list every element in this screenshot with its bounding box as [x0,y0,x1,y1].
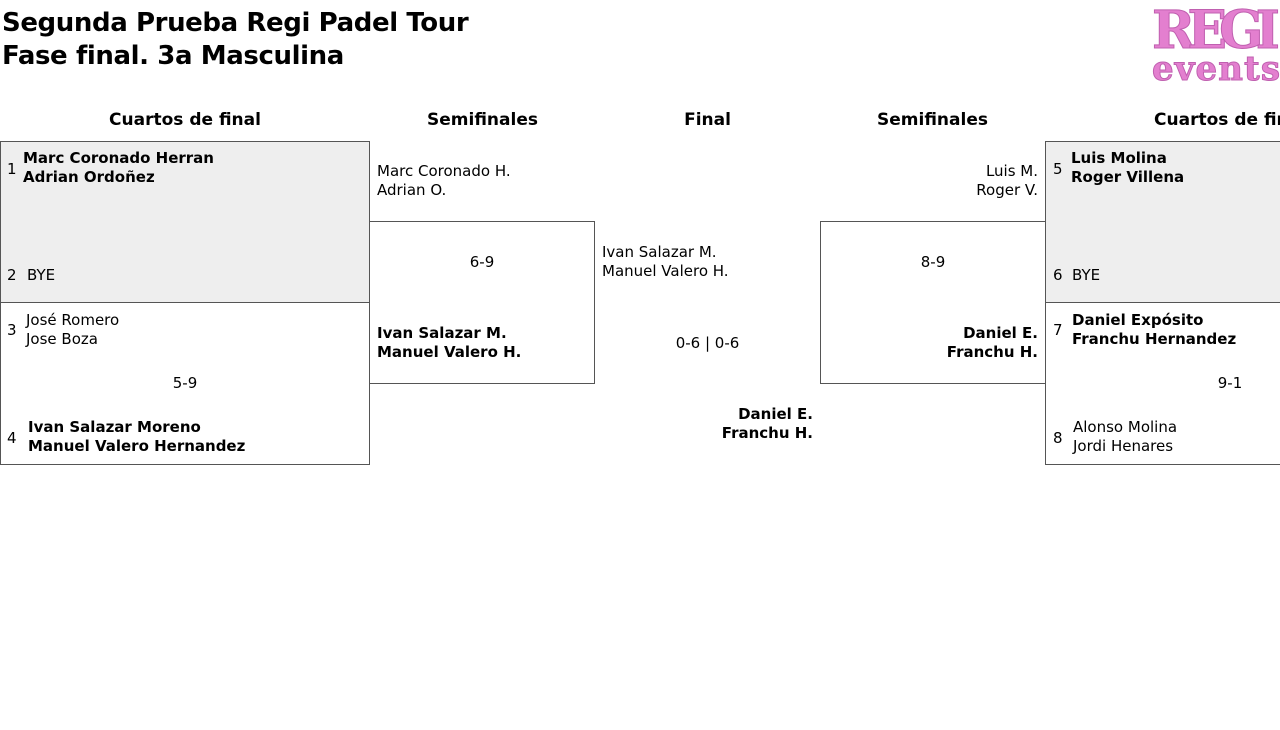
player-name: Roger Villena [1071,168,1185,186]
team-left-qf1-b: BYE [27,266,56,284]
regi-events-logo: REGI events [1150,0,1280,86]
team-left-qf1-a: Marc Coronado Herran Adrian Ordoñez [23,149,214,187]
team-right-qf1-b: BYE [1072,266,1101,284]
player-name: Luis Molina [1071,149,1167,167]
seed-number: 4 [7,429,17,447]
player-name: Manuel Valero H. [377,343,522,361]
player-name: Marc Coronado Herran [23,149,214,167]
player-name: Jordi Henares [1073,437,1174,455]
round-header-left-semis: Semifinales [427,110,538,130]
match-left-sf [369,221,595,384]
page-title: Segunda Prueba Regi Padel Tour Fase fina… [2,7,469,73]
seed-number: 2 [7,266,17,284]
seed-number: 3 [7,321,17,339]
player-name: José Romero [26,311,120,329]
team-final-a: Ivan Salazar M. Manuel Valero H. [602,243,729,281]
title-line-1: Segunda Prueba Regi Padel Tour [2,8,469,38]
final-score: 0-6 | 0-6 [675,334,740,352]
title-line-2: Fase final. 3a Masculina [2,41,344,71]
team-right-sf-b: Daniel E. Franchu H. [820,324,1038,362]
logo-text-top: REGI [1152,0,1280,61]
player-name: Manuel Valero H. [602,262,729,280]
player-name: Manuel Valero Hernandez [28,437,246,455]
player-name: Franchu H. [946,343,1038,361]
team-right-sf-a: Luis M. Roger V. [820,162,1038,200]
logo-text-bottom: events [1152,49,1280,86]
match-left-qf1 [0,141,370,303]
team-final-b: Daniel E. Franchu H. [595,405,813,443]
player-name: Ivan Salazar M. [602,243,717,261]
player-name: Daniel Expósito [1072,311,1204,329]
round-header-right-semis: Semifinales [877,110,988,130]
seed-number: 5 [1053,160,1063,178]
team-left-qf2-b: Ivan Salazar Moreno Manuel Valero Hernan… [28,418,245,456]
match-right-qf1 [1045,141,1280,303]
player-name: Ivan Salazar Moreno [28,418,201,436]
match-score: 9-1 [1217,374,1243,392]
match-score: 8-9 [920,253,946,271]
player-name: Jose Boza [26,330,98,348]
player-name: Franchu Hernandez [1072,330,1237,348]
logo-graphic: REGI events [1152,0,1280,86]
seed-number: 1 [7,160,17,178]
player-name: Daniel E. [738,405,813,423]
team-left-qf2-a: José Romero Jose Boza [26,311,119,349]
player-name: Ivan Salazar M. [377,324,507,342]
player-name: Luis M. [985,162,1038,180]
player-name: Marc Coronado H. [377,162,511,180]
player-name: Roger V. [976,181,1038,199]
seed-number: 8 [1053,429,1063,447]
team-left-sf-b: Ivan Salazar M. Manuel Valero H. [377,324,521,362]
match-score: 5-9 [172,374,198,392]
seed-number: 6 [1053,266,1063,284]
team-right-qf2-b: Alonso Molina Jordi Henares [1073,418,1177,456]
player-name: Adrian Ordoñez [23,168,155,186]
player-name: Alonso Molina [1073,418,1178,436]
seed-number: 7 [1053,321,1063,339]
team-right-qf1-a: Luis Molina Roger Villena [1071,149,1184,187]
team-left-sf-a: Marc Coronado H. Adrian O. [377,162,511,200]
player-name: Adrian O. [377,181,447,199]
match-score: 6-9 [469,253,495,271]
player-name: Daniel E. [963,324,1038,342]
round-header-right-quarters: Cuartos de final [1154,110,1280,130]
match-right-qf2 [1045,302,1280,465]
round-header-left-quarters: Cuartos de final [109,110,261,130]
player-name: Franchu H. [721,424,813,442]
team-right-qf2-a: Daniel Expósito Franchu Hernandez [1072,311,1236,349]
round-header-final: Final [684,110,731,130]
